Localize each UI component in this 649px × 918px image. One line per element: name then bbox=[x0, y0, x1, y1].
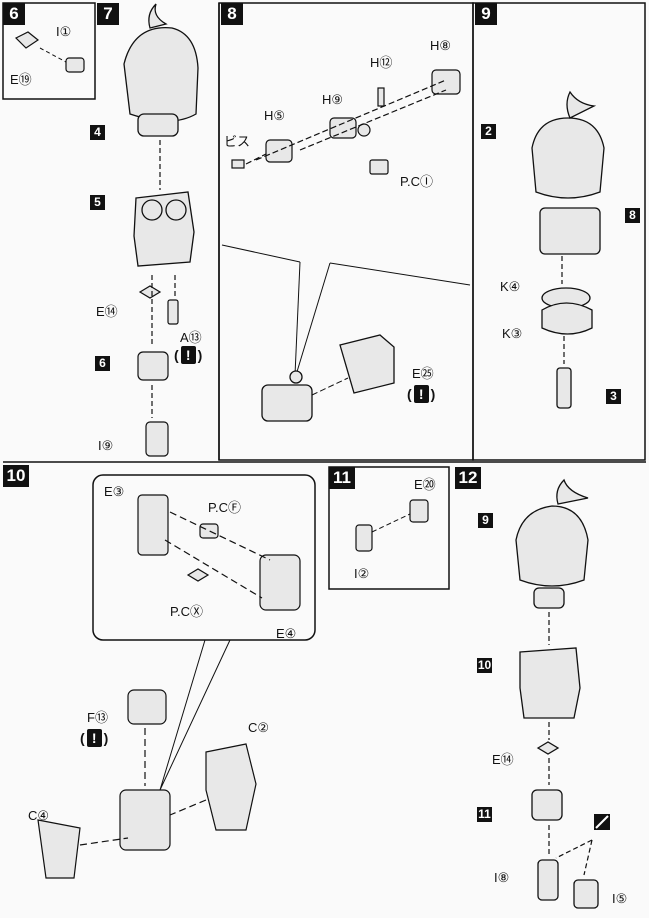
part-label: I① bbox=[56, 24, 72, 39]
panel-step-9 bbox=[472, 2, 646, 461]
reference-number: 3 bbox=[606, 389, 621, 404]
part-label: P.CⒻ bbox=[208, 500, 241, 515]
part-label: P.CⓍ bbox=[170, 604, 203, 619]
step-number-11: 11 bbox=[329, 467, 355, 489]
step-number-6: 6 bbox=[3, 3, 25, 25]
part-label: E④ bbox=[276, 626, 297, 641]
panel-step-6 bbox=[2, 2, 96, 100]
step7-torso bbox=[133, 191, 195, 267]
part-label: F⑬ bbox=[87, 710, 108, 725]
part-label: E③ bbox=[104, 484, 125, 499]
part-label: K④ bbox=[500, 279, 521, 294]
part-label: I⑤ bbox=[612, 891, 628, 906]
reference-number: 9 bbox=[478, 513, 493, 528]
caution-mark: (!) bbox=[174, 346, 203, 364]
part-label: E⑭ bbox=[492, 752, 514, 767]
step8-shoulder-detail bbox=[261, 334, 395, 422]
reference-number: 6 bbox=[95, 356, 110, 371]
step10-parts bbox=[37, 494, 301, 879]
reference-number: 5 bbox=[90, 195, 105, 210]
step12-assembly bbox=[515, 478, 599, 909]
reference-number: 2 bbox=[481, 124, 496, 139]
part-label: E⑭ bbox=[96, 304, 118, 319]
step-number-7: 7 bbox=[97, 3, 119, 25]
reference-number: 8 bbox=[625, 208, 640, 223]
part-label: P.CⒾ bbox=[400, 174, 433, 189]
step-number-9: 9 bbox=[475, 3, 497, 25]
panel-step-11 bbox=[328, 466, 450, 590]
part-label: H⑫ bbox=[370, 55, 393, 70]
step-number-10: 10 bbox=[3, 465, 29, 487]
part-label: A⑬ bbox=[180, 330, 202, 345]
part-label: K③ bbox=[502, 326, 523, 341]
part-label: E⑲ bbox=[10, 72, 32, 87]
part-label: C④ bbox=[28, 808, 50, 823]
part-label: H⑤ bbox=[264, 108, 286, 123]
part-label: E⑳ bbox=[414, 477, 436, 492]
step-number-8: 8 bbox=[221, 3, 243, 25]
part-label: I② bbox=[354, 566, 370, 581]
part-label: H⑧ bbox=[430, 38, 452, 53]
part-label: H⑨ bbox=[322, 92, 344, 107]
part-label: ビス bbox=[224, 134, 251, 149]
reference-number: 10 bbox=[477, 658, 492, 673]
part-label: I⑨ bbox=[98, 438, 114, 453]
step9-head bbox=[531, 90, 605, 199]
part-label: E㉕ bbox=[412, 366, 434, 381]
reference-number: 11 bbox=[477, 807, 492, 822]
step6-parts bbox=[14, 31, 85, 73]
step7-head bbox=[123, 3, 199, 137]
step-number-12: 12 bbox=[455, 467, 481, 489]
caution-mark: (!) bbox=[80, 729, 109, 747]
caution-mark: (!) bbox=[407, 385, 436, 403]
reference-number: 4 bbox=[90, 125, 105, 140]
step8-arm bbox=[231, 69, 461, 175]
part-label: I⑧ bbox=[494, 870, 510, 885]
panel-step-10-detail bbox=[92, 474, 316, 641]
part-label: C② bbox=[248, 720, 270, 735]
